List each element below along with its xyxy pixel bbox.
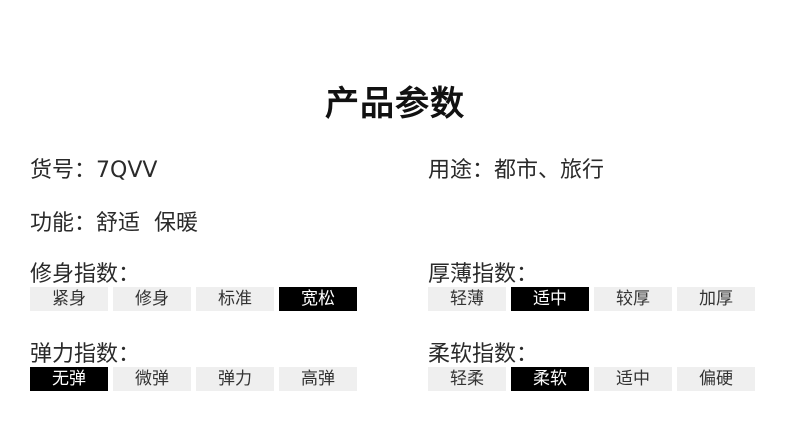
fit-option: 修身 (113, 287, 191, 311)
fit-option: 标准 (196, 287, 274, 311)
usage-label: 用途： (428, 158, 495, 183)
softness-option: 轻柔 (428, 367, 506, 391)
thickness-option: 加厚 (677, 287, 755, 311)
function-label: 功能： (30, 211, 97, 236)
elasticity-option: 微弹 (113, 367, 191, 391)
elasticity-option: 弹力 (196, 367, 274, 391)
item-no-label: 货号： (30, 158, 97, 183)
softness-index-label: 柔软指数： (428, 342, 539, 367)
usage-row: 用途：都市、旅行 (428, 152, 604, 184)
softness-index-scale: 轻柔 柔软 适中 偏硬 (428, 367, 755, 391)
elasticity-option: 无弹 (30, 367, 108, 391)
thickness-option: 轻薄 (428, 287, 506, 311)
function-value: 舒适 保暖 (96, 211, 199, 236)
softness-option: 偏硬 (677, 367, 755, 391)
page-title: 产品参数 (325, 84, 465, 124)
fit-option: 宽松 (279, 287, 357, 311)
thickness-option: 较厚 (594, 287, 672, 311)
softness-option: 适中 (594, 367, 672, 391)
fit-option: 紧身 (30, 287, 108, 311)
item-no-row: 货号：7QVV (30, 152, 157, 184)
usage-value: 都市、旅行 (494, 158, 605, 183)
elasticity-option: 高弹 (279, 367, 357, 391)
elasticity-index-scale: 无弹 微弹 弹力 高弹 (30, 367, 357, 391)
item-no-value: 7QVV (96, 158, 158, 183)
function-row: 功能：舒适 保暖 (30, 205, 198, 237)
thickness-option: 适中 (511, 287, 589, 311)
fit-index-scale: 紧身 修身 标准 宽松 (30, 287, 357, 311)
fit-index-label: 修身指数： (30, 262, 141, 287)
elasticity-index-label: 弹力指数： (30, 342, 141, 367)
softness-option: 柔软 (511, 367, 589, 391)
thickness-index-scale: 轻薄 适中 较厚 加厚 (428, 287, 755, 311)
thickness-index-label: 厚薄指数： (428, 262, 539, 287)
